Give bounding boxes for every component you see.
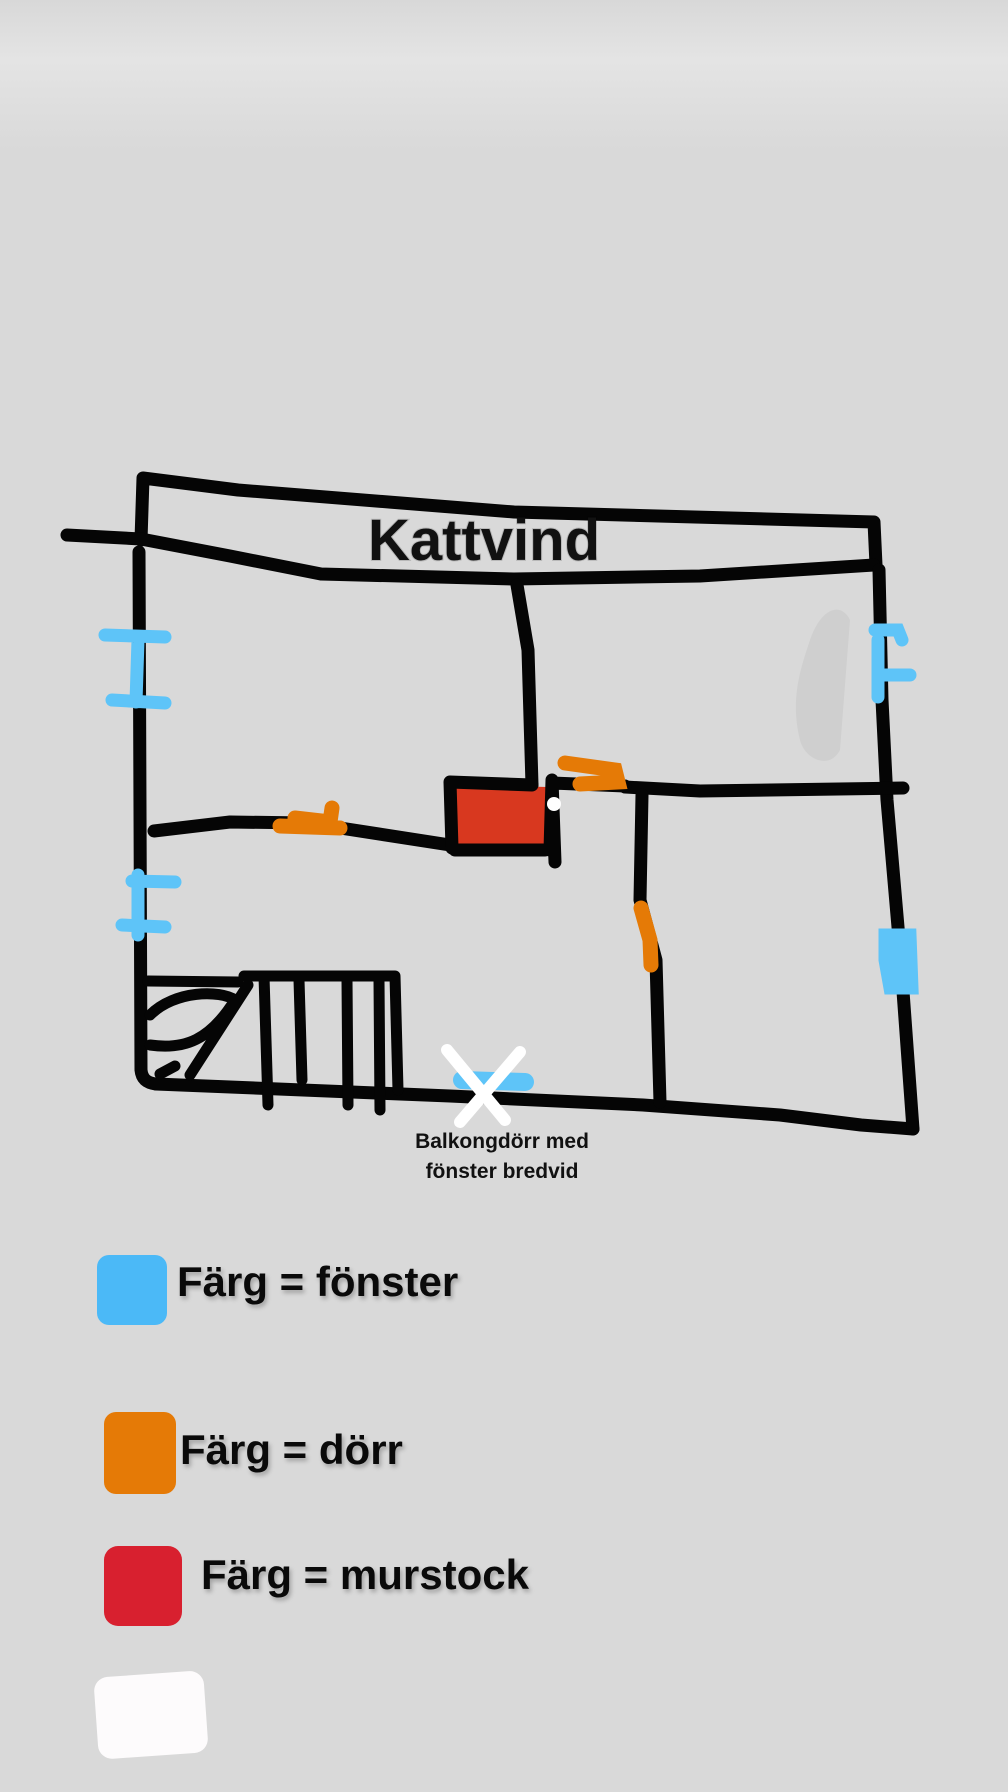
door-top <box>557 755 628 792</box>
window-right-top <box>868 623 917 704</box>
window-right-bottom <box>878 928 919 995</box>
door-left <box>272 800 348 836</box>
legend-swatch-door <box>104 1412 176 1494</box>
grey-smudge <box>795 609 850 761</box>
balcony-note-line1: Balkongdörr med <box>415 1130 589 1153</box>
stairs <box>142 970 404 1116</box>
legend-label-chimney: Färg = murstock <box>201 1551 529 1598</box>
top-gradient-band <box>0 0 1008 150</box>
legend-swatch-chimney <box>104 1546 182 1626</box>
door-right <box>633 900 659 973</box>
legend-swatch-white <box>94 1671 208 1759</box>
window-left-top <box>98 628 172 710</box>
interior-wall-left-horizontal <box>147 815 457 852</box>
interior-wall-right-horizontal <box>618 780 910 798</box>
window-left-bottom <box>115 868 182 942</box>
street-label: Kattvind <box>368 508 600 573</box>
legend-swatch-window <box>97 1255 167 1325</box>
chimney-fill <box>455 785 552 853</box>
balcony-door-x-icon <box>441 1044 526 1128</box>
balcony-note-line2: fönster bredvid <box>426 1160 579 1183</box>
white-dot <box>547 797 561 811</box>
legend-label-door: Färg = dörr <box>180 1426 403 1473</box>
street-line <box>60 528 881 586</box>
interior-wall-vertical-top <box>510 578 539 792</box>
street-outline <box>134 471 883 572</box>
chimney-outline <box>443 773 632 869</box>
legend-label-window: Färg = fönster <box>177 1258 459 1305</box>
